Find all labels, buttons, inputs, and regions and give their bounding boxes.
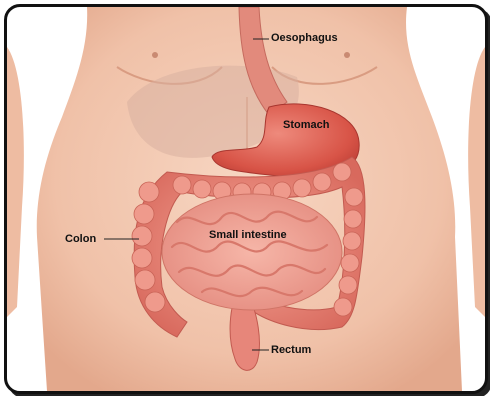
label-stomach: Stomach <box>283 119 329 131</box>
label-colon: Colon <box>65 233 96 245</box>
diagram-frame: Oesophagus Stomach Colon Small intestine… <box>4 4 488 394</box>
anatomy-illustration <box>7 7 485 391</box>
label-small-intestine: Small intestine <box>209 229 287 241</box>
small-intestine-organ <box>162 194 342 310</box>
label-oesophagus: Oesophagus <box>271 32 338 44</box>
label-rectum: Rectum <box>271 344 311 356</box>
